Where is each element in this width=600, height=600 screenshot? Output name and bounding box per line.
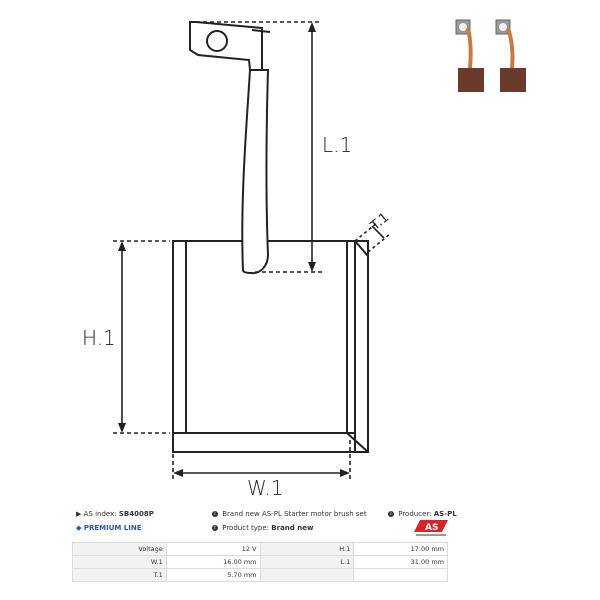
product-info: ▶ AS index: SB4008P ◆ PREMIUM LINE i Bra… (76, 510, 457, 540)
spec-key: H.1 (259, 542, 355, 556)
info-icon: i (212, 525, 218, 531)
spec-key: Voltage (72, 542, 167, 556)
spec-value: 12 V (165, 542, 261, 556)
info-icon: i (388, 511, 394, 517)
spec-value: 31.00 mm (353, 555, 448, 569)
spec-value: 16.00 mm (165, 555, 261, 569)
width-label: W.1 (247, 476, 284, 500)
product-type: i Product type: Brand new (212, 524, 313, 532)
spec-value (353, 568, 448, 582)
spec-key: T.1 (72, 568, 167, 582)
product-photo (450, 16, 540, 96)
svg-text:AS: AS (425, 523, 438, 533)
info-icon: i (212, 511, 218, 517)
height-label: H.1 (82, 326, 116, 350)
spec-value: 17.00 mm (353, 542, 448, 556)
producer: i Producer: AS-PL (388, 510, 457, 518)
as-index-value: SB4008P (118, 510, 154, 518)
diamond-icon: ◆ (76, 524, 82, 532)
brush-photo-right (495, 19, 526, 92)
tag-icon: ▶ (76, 510, 82, 518)
spec-key: L.1 (259, 555, 355, 569)
lug-hole (206, 30, 228, 52)
description: i Brand new AS-PL Starter motor brush se… (212, 510, 367, 518)
thickness-label: T.1 (367, 210, 392, 234)
as-pl-logo: AS (414, 520, 448, 536)
brush-diagram: L.1 H.1 W.1 T.1 (82, 21, 392, 500)
spec-key (259, 568, 355, 582)
premium-line: ◆ PREMIUM LINE (76, 524, 142, 532)
spec-key: W.1 (72, 555, 167, 569)
length-label: L.1 (322, 133, 352, 157)
spec-value: 5.70 mm (165, 568, 261, 582)
brush-body (172, 240, 369, 453)
brush-photo-left (455, 19, 484, 92)
as-index: ▶ AS index: SB4008P (76, 510, 154, 518)
shunt-wire (241, 69, 270, 275)
